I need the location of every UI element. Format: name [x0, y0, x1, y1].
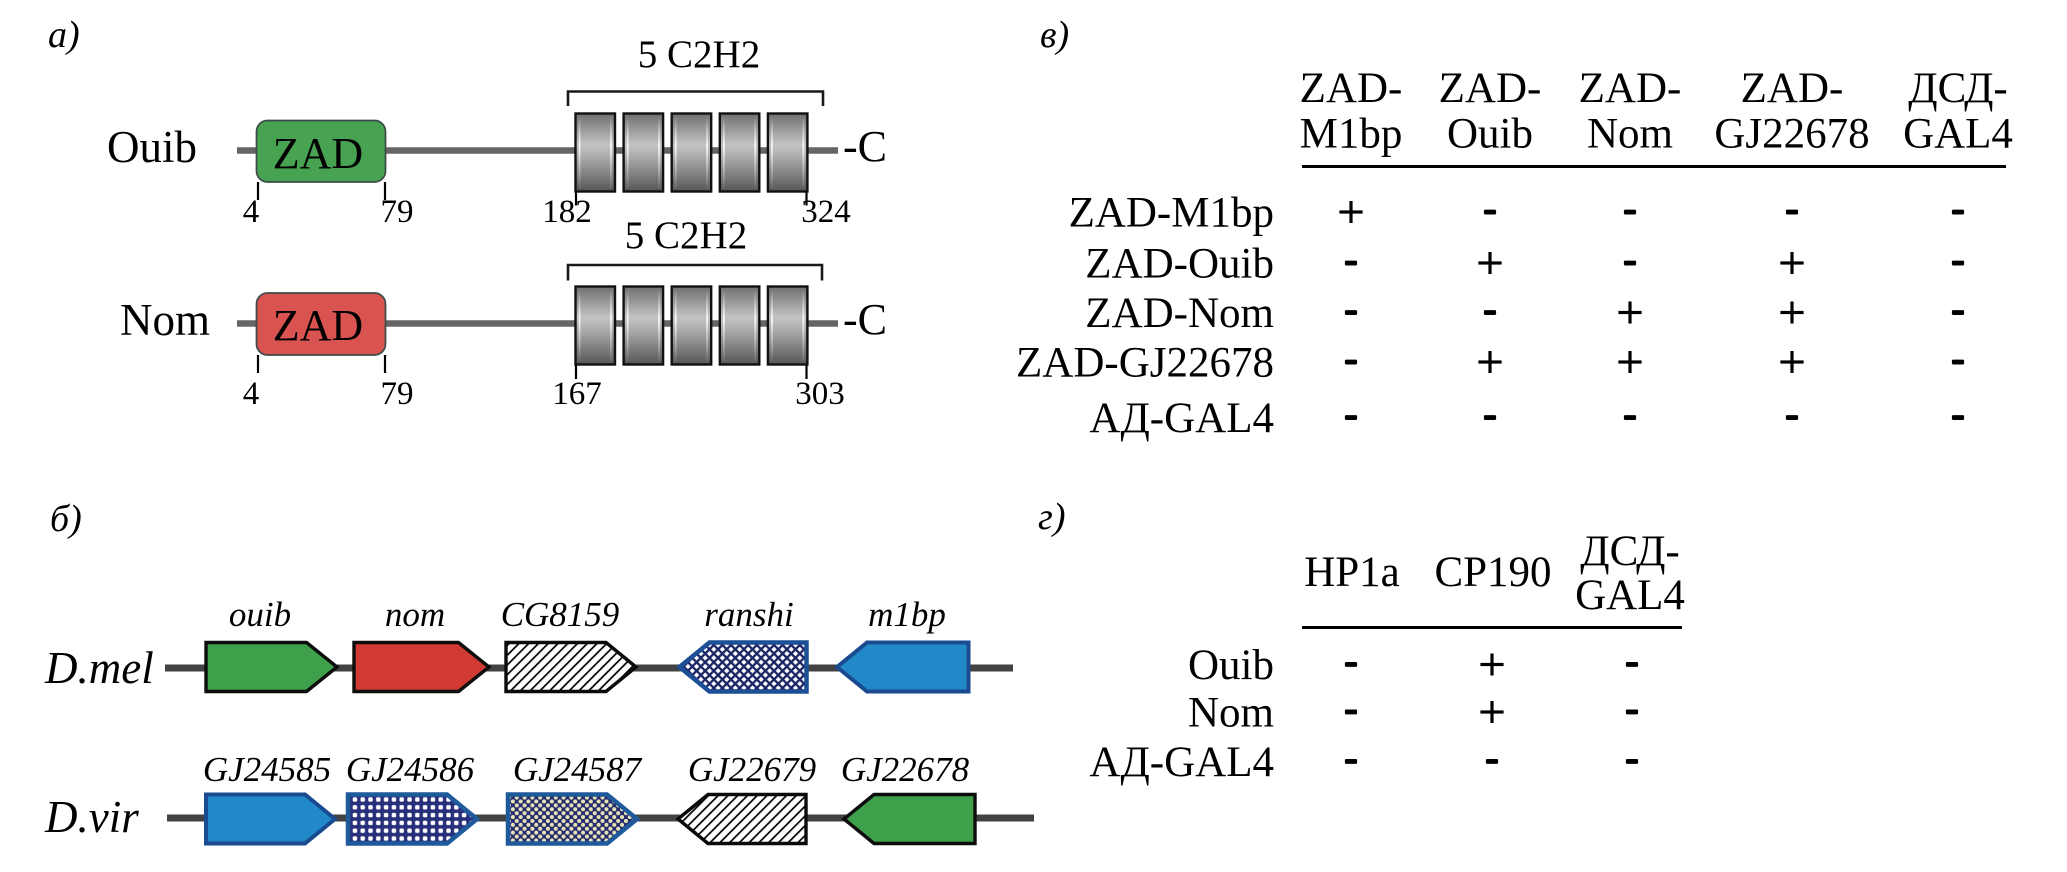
svg-text:ZAD-Nom: ZAD-Nom [1085, 290, 1274, 337]
svg-text:ДСД-: ДСД- [1580, 528, 1680, 575]
svg-text:ZAD-: ZAD- [1300, 65, 1403, 112]
svg-text:ouib: ouib [229, 595, 291, 634]
svg-text:ZAD-: ZAD- [1439, 65, 1542, 112]
svg-text:GJ22678: GJ22678 [1714, 111, 1869, 158]
svg-text:АД-GAL4: АД-GAL4 [1089, 395, 1274, 442]
svg-text:ZAD-: ZAD- [1741, 65, 1844, 112]
svg-text:79: 79 [381, 194, 414, 230]
svg-text:GJ22679: GJ22679 [688, 750, 816, 789]
svg-text:CG8159: CG8159 [501, 595, 620, 634]
svg-text:nom: nom [385, 595, 445, 634]
svg-text:Ouib: Ouib [107, 122, 197, 172]
svg-text:D.vir: D.vir [44, 792, 139, 842]
svg-text:GAL4: GAL4 [1575, 572, 1685, 619]
svg-text:GJ24586: GJ24586 [346, 750, 475, 789]
svg-text:4: 4 [243, 194, 260, 230]
svg-text:167: 167 [552, 376, 602, 412]
svg-text:Ouib: Ouib [1188, 642, 1274, 689]
svg-text:324: 324 [801, 194, 851, 230]
svg-text:Nom: Nom [120, 295, 210, 345]
svg-text:GJ22678: GJ22678 [841, 750, 970, 789]
svg-text:ZAD: ZAD [273, 129, 363, 178]
svg-text:ДСД-: ДСД- [1908, 65, 2008, 112]
svg-text:Nom: Nom [1188, 690, 1274, 737]
svg-text:GJ24587: GJ24587 [513, 750, 643, 789]
svg-text:Ouib: Ouib [1447, 111, 1533, 158]
svg-text:АД-GAL4: АД-GAL4 [1089, 739, 1274, 786]
svg-text:-C: -C [843, 122, 887, 171]
svg-text:Nom: Nom [1587, 111, 1673, 158]
svg-text:m1bp: m1bp [868, 595, 946, 634]
svg-text:GJ24585: GJ24585 [203, 750, 331, 789]
svg-text:ranshi: ranshi [704, 595, 793, 634]
svg-text:в): в) [1040, 14, 1069, 56]
svg-text:ZAD-M1bp: ZAD-M1bp [1069, 190, 1274, 237]
svg-text:5 C2H2: 5 C2H2 [638, 33, 760, 76]
svg-text:GAL4: GAL4 [1903, 111, 2013, 158]
svg-text:-C: -C [843, 295, 887, 344]
svg-text:5 C2H2: 5 C2H2 [625, 214, 747, 257]
svg-text:D.mel: D.mel [44, 643, 154, 693]
svg-text:ZAD-GJ22678: ZAD-GJ22678 [1016, 340, 1274, 387]
svg-text:a): a) [48, 14, 80, 56]
svg-text:4: 4 [243, 376, 260, 412]
svg-text:б): б) [50, 498, 82, 540]
svg-text:CP190: CP190 [1434, 549, 1551, 596]
svg-text:182: 182 [542, 194, 592, 230]
svg-text:ZAD: ZAD [273, 301, 363, 350]
svg-text:M1bp: M1bp [1300, 111, 1403, 158]
svg-text:79: 79 [381, 376, 414, 412]
svg-text:г): г) [1038, 496, 1065, 538]
svg-text:HP1a: HP1a [1304, 549, 1400, 596]
svg-text:303: 303 [795, 376, 845, 412]
svg-text:ZAD-: ZAD- [1579, 65, 1682, 112]
svg-text:ZAD-Ouib: ZAD-Ouib [1085, 241, 1274, 288]
